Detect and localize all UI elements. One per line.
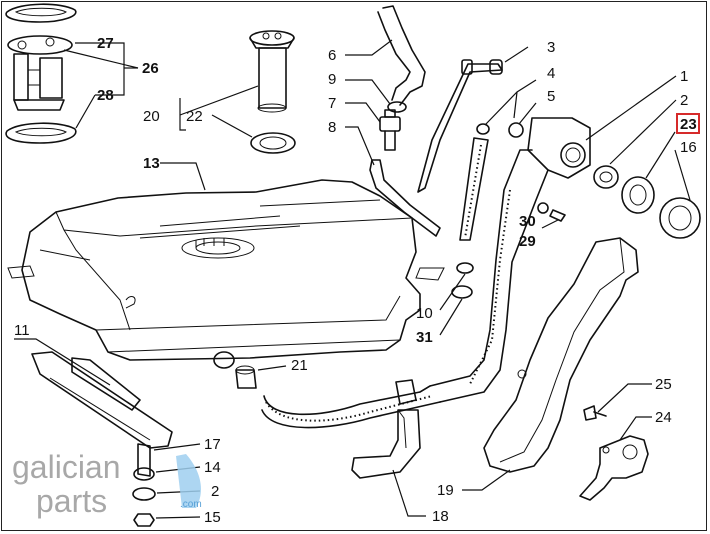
guard-19 <box>483 237 639 473</box>
clamp-10 <box>456 262 474 274</box>
label-27: 27 <box>97 35 114 52</box>
label-16: 16 <box>680 139 697 156</box>
label-8: 8 <box>328 119 336 136</box>
fuel-tank-13 <box>7 179 445 361</box>
label-22: 22 <box>186 108 203 125</box>
seal-2 <box>593 165 619 189</box>
label-28: 28 <box>97 87 114 104</box>
label-29: 29 <box>519 233 536 250</box>
label-25: 25 <box>655 376 672 393</box>
label-23: 23 <box>680 116 697 133</box>
label-14: 14 <box>204 459 221 476</box>
hose-corrugated <box>459 137 489 241</box>
bracket-24 <box>579 435 649 501</box>
label-11: 11 <box>14 322 30 339</box>
fuel-pump-26 <box>7 35 73 111</box>
watermark-logo: galician parts .com <box>12 449 202 519</box>
tank-outlet <box>213 351 235 369</box>
label-18: 18 <box>432 508 449 525</box>
label-20: 20 <box>143 108 160 125</box>
clamp-4 <box>476 123 490 135</box>
fuel-cap-16 <box>659 197 701 239</box>
label-9: 9 <box>328 71 336 88</box>
label-2-bottom: 2 <box>211 483 219 500</box>
label-21: 21 <box>291 357 308 374</box>
bolt-25 <box>583 405 607 421</box>
lock-ring-22 <box>250 132 296 154</box>
hose-8 <box>369 159 441 237</box>
gasket-28 <box>5 122 77 144</box>
label-5: 5 <box>547 88 555 105</box>
label-4: 4 <box>547 65 555 82</box>
breather-pipe-6 <box>377 5 426 106</box>
label-7: 7 <box>328 95 336 112</box>
label-3: 3 <box>547 39 555 56</box>
strap-11 <box>31 351 173 449</box>
screw-29 <box>549 209 566 222</box>
hose-lower <box>261 379 441 429</box>
label-19: 19 <box>437 482 454 499</box>
label-17: 17 <box>204 436 221 453</box>
washer-2 <box>132 487 156 501</box>
valve-7 <box>379 109 401 151</box>
label-26: 26 <box>142 60 159 77</box>
label-30: 30 <box>519 213 536 230</box>
cap-ring-23 <box>621 176 655 214</box>
callout-labels: 27 26 28 20 22 6 9 7 8 3 4 5 1 2 23 16 1… <box>14 35 700 526</box>
bushing-21 <box>235 365 257 389</box>
label-15: 15 <box>204 509 221 526</box>
filler-neck-1 <box>419 117 591 403</box>
fastener-17 <box>137 443 151 477</box>
nut-15 <box>133 513 155 527</box>
watermark-suffix: .com <box>180 499 202 510</box>
label-13: 13 <box>143 155 160 172</box>
sleeve-5 <box>508 122 524 138</box>
watermark-line1: galician <box>12 449 121 485</box>
fuel-sender-20 <box>249 30 295 113</box>
label-1: 1 <box>680 68 688 85</box>
gasket-27 <box>5 3 77 23</box>
label-10: 10 <box>416 305 433 322</box>
label-31: 31 <box>416 329 433 346</box>
vent-pipe-3 <box>417 59 503 193</box>
highlight-box-23 <box>676 113 700 134</box>
label-24: 24 <box>655 409 672 426</box>
watermark-line2: parts <box>36 483 107 519</box>
ring-9 <box>387 101 407 113</box>
bracket-18 <box>351 409 421 479</box>
label-6: 6 <box>328 47 336 64</box>
washer-14 <box>133 467 155 481</box>
washer-30 <box>537 202 549 214</box>
label-2-top: 2 <box>680 92 688 109</box>
